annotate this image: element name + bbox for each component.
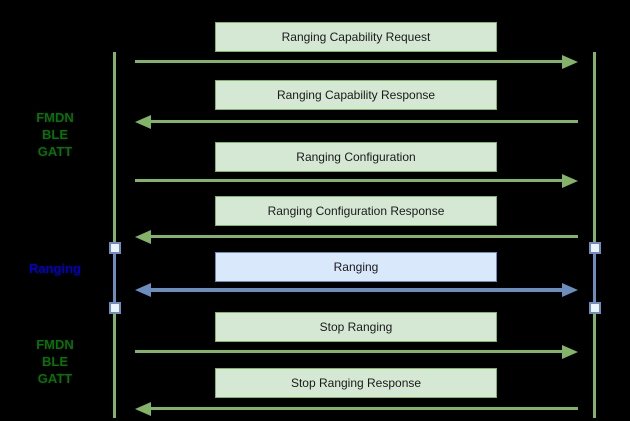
message-arrow-right <box>135 55 578 69</box>
message-arrow-left <box>135 115 578 129</box>
message-label: Ranging Capability Response <box>276 88 436 102</box>
message-label: Ranging <box>333 260 379 274</box>
message-arrow-bidirectional <box>135 283 578 297</box>
section-label-ranging: Ranging <box>0 260 110 277</box>
arrowhead-right-icon <box>562 55 578 69</box>
section-label-line: Ranging <box>29 261 81 276</box>
activation-start-marker-right <box>589 242 601 254</box>
activation-end-marker-right <box>589 302 601 314</box>
arrowhead-right-icon <box>562 283 578 297</box>
arrow-line <box>149 407 578 410</box>
section-label-line: BLE <box>42 127 68 142</box>
message-label: Stop Ranging <box>319 320 393 334</box>
message-label: Stop Ranging Response <box>290 376 422 390</box>
message-arrow-left <box>135 230 578 244</box>
message-arrow-left <box>135 402 578 416</box>
section-label-line: FMDN <box>36 110 74 125</box>
section-label-line: BLE <box>42 354 68 369</box>
activation-start-marker-left <box>109 242 121 254</box>
message-label: Ranging Configuration Response <box>267 204 445 218</box>
arrow-line <box>135 60 564 63</box>
lifeline-right <box>593 52 596 418</box>
message-box: Stop Ranging <box>215 312 497 342</box>
arrowhead-left-icon <box>135 115 151 129</box>
arrowhead-right-icon <box>562 174 578 188</box>
message-label: Ranging Configuration <box>296 150 416 164</box>
activation-end-marker-left <box>109 302 121 314</box>
arrow-line <box>149 235 578 238</box>
message-arrow-right <box>135 345 578 359</box>
arrowhead-right-icon <box>562 345 578 359</box>
message-box: Ranging <box>215 252 497 282</box>
message-arrow-right <box>135 174 578 188</box>
lifeline-left-ranging-segment <box>113 247 116 308</box>
arrowhead-left-icon <box>135 283 151 297</box>
message-box: Ranging Configuration Response <box>215 196 497 226</box>
section-label-line: FMDN <box>36 337 74 352</box>
arrowhead-left-icon <box>135 230 151 244</box>
section-label-line: GATT <box>37 144 73 159</box>
arrow-line <box>135 350 564 353</box>
message-label: Ranging Capability Request <box>281 30 431 44</box>
section-label-fmdn-gatt-bottom: FMDN BLE GATT <box>0 336 110 387</box>
lifeline-right-ranging-segment <box>593 247 596 308</box>
message-box: Ranging Configuration <box>215 142 497 172</box>
message-box: Stop Ranging Response <box>215 368 497 398</box>
message-box: Ranging Capability Request <box>215 22 497 52</box>
section-label-fmdn-gatt-top: FMDN BLE GATT <box>0 109 110 160</box>
message-box: Ranging Capability Response <box>215 80 497 110</box>
arrow-line <box>135 179 564 182</box>
arrow-line <box>149 288 564 292</box>
arrowhead-left-icon <box>135 402 151 416</box>
arrow-line <box>149 120 578 123</box>
lifeline-left <box>113 52 116 418</box>
section-label-line: GATT <box>37 371 73 386</box>
